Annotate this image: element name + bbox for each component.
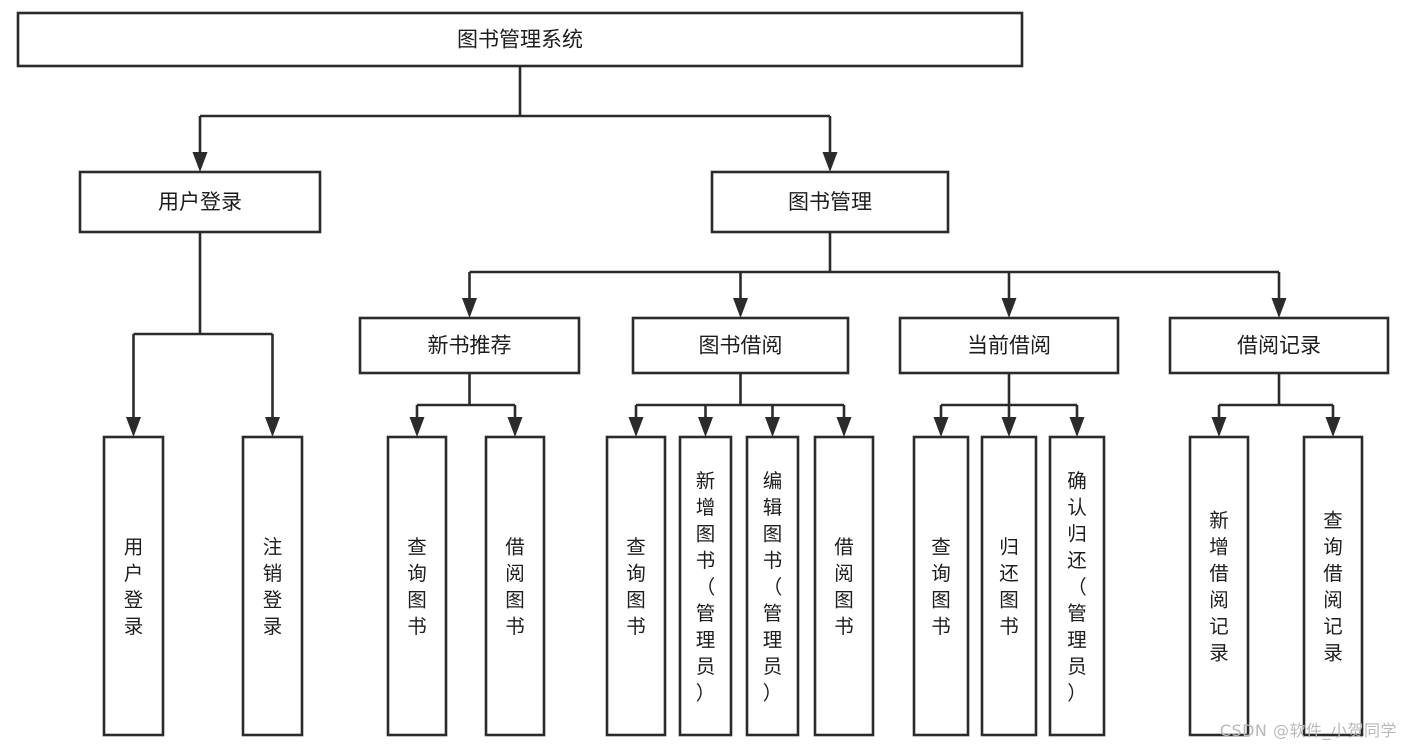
edge-to-leaf-8-arrow-icon: [933, 417, 949, 437]
node-leaf-6-rect[interactable]: [745, 435, 800, 737]
node-l3-0[interactable]: 新书推荐: [358, 316, 581, 375]
node-l3-2-rect[interactable]: [898, 316, 1120, 375]
node-leaf-7[interactable]: 借阅图书: [813, 435, 875, 737]
node-leaf-5-label: 新增图书（管理员）: [696, 469, 716, 704]
node-leaf-0-label: 用户登录: [124, 536, 144, 639]
node-leaf-8[interactable]: 查询图书: [912, 435, 970, 737]
node-leaf-7-rect[interactable]: [813, 435, 875, 737]
connectors-layer: [126, 66, 1341, 437]
node-leaf-6-label: 编辑图书（管理员）: [763, 469, 783, 704]
node-l3-1[interactable]: 图书借阅: [631, 316, 850, 375]
node-l2-1-label: 图书管理: [788, 190, 872, 214]
node-leaf-0-rect[interactable]: [102, 435, 165, 737]
node-leaf-2-label: 查询图书: [407, 536, 427, 639]
node-root[interactable]: 图书管理系统: [16, 11, 1024, 68]
node-l3-0-label: 新书推荐: [428, 334, 512, 358]
node-l2-1[interactable]: 图书管理: [710, 170, 950, 234]
edge-to-leaf-12-arrow-icon: [1325, 417, 1341, 437]
node-leaf-11-label: 新增借阅记录: [1209, 509, 1229, 665]
node-leaf-3-label: 借阅图书: [505, 536, 525, 639]
node-l3-1-label: 图书借阅: [699, 334, 783, 358]
node-leaf-5-rect[interactable]: [678, 435, 733, 737]
node-leaf-10[interactable]: 确认归还（管理员）: [1048, 435, 1106, 737]
node-leaf-12[interactable]: 查询借阅记录: [1302, 435, 1364, 737]
edge-to-leaf-3-arrow-icon: [507, 417, 523, 437]
node-leaf-12-label: 查询借阅记录: [1323, 509, 1343, 665]
csdn-watermark: CSDN @软件_小贺同学: [1219, 721, 1397, 740]
node-leaf-9-rect[interactable]: [980, 435, 1038, 737]
node-leaf-9-label: 归还图书: [999, 536, 1019, 639]
node-l2-0[interactable]: 用户登录: [78, 170, 322, 234]
edge-root-to-l2-1-arrow-icon: [822, 152, 838, 172]
nodes-layer: 图书管理系统用户登录图书管理新书推荐图书借阅当前借阅借阅记录用户登录注销登录查询…: [16, 11, 1390, 737]
edge-to-leaf-1-arrow-icon: [265, 417, 280, 437]
node-l2-1-rect[interactable]: [710, 170, 950, 234]
node-leaf-3[interactable]: 借阅图书: [484, 435, 546, 737]
edge-to-leaf-6-arrow-icon: [765, 417, 780, 437]
edge-to-leaf-10-arrow-icon: [1069, 417, 1085, 437]
node-leaf-12-rect[interactable]: [1302, 435, 1364, 737]
node-leaf-1[interactable]: 注销登录: [241, 435, 304, 737]
edge-l2-to-l3-1-arrow-icon: [733, 298, 748, 318]
node-leaf-10-rect[interactable]: [1048, 435, 1106, 737]
node-leaf-4-label: 查询图书: [626, 536, 646, 639]
node-l3-2[interactable]: 当前借阅: [898, 316, 1120, 375]
node-l3-2-label: 当前借阅: [967, 334, 1051, 358]
node-leaf-7-label: 借阅图书: [834, 536, 854, 639]
node-root-label: 图书管理系统: [457, 28, 583, 52]
node-leaf-11-rect[interactable]: [1188, 435, 1250, 737]
node-leaf-9[interactable]: 归还图书: [980, 435, 1038, 737]
node-l3-3-label: 借阅记录: [1237, 334, 1321, 358]
node-leaf-2-rect[interactable]: [386, 435, 448, 737]
node-leaf-0[interactable]: 用户登录: [102, 435, 165, 737]
edge-to-leaf-9-arrow-icon: [1001, 417, 1017, 437]
node-l2-0-rect[interactable]: [78, 170, 322, 234]
node-leaf-2[interactable]: 查询图书: [386, 435, 448, 737]
node-leaf-8-label: 查询图书: [931, 536, 951, 639]
node-leaf-6[interactable]: 编辑图书（管理员）: [745, 435, 800, 737]
node-leaf-10-label: 确认归还（管理员）: [1067, 469, 1087, 704]
node-l3-0-rect[interactable]: [358, 316, 581, 375]
node-l3-3-rect[interactable]: [1168, 316, 1390, 375]
node-leaf-11[interactable]: 新增借阅记录: [1188, 435, 1250, 737]
edge-l2-to-l3-0-arrow-icon: [462, 298, 477, 318]
node-l3-1-rect[interactable]: [631, 316, 850, 375]
edge-to-leaf-2-arrow-icon: [409, 417, 425, 437]
edge-to-leaf-11-arrow-icon: [1211, 417, 1227, 437]
node-root-rect[interactable]: [16, 11, 1024, 68]
node-leaf-4-rect[interactable]: [605, 435, 667, 737]
node-l3-3[interactable]: 借阅记录: [1168, 316, 1390, 375]
edge-root-to-l2-0-arrow-icon: [192, 152, 208, 172]
node-leaf-4[interactable]: 查询图书: [605, 435, 667, 737]
edge-l2-to-l3-3-arrow-icon: [1271, 298, 1287, 318]
edge-to-leaf-5-arrow-icon: [698, 417, 713, 437]
node-leaf-1-label: 注销登录: [263, 536, 283, 639]
edge-l2-to-l3-2-arrow-icon: [1001, 298, 1017, 318]
node-leaf-8-rect[interactable]: [912, 435, 970, 737]
node-leaf-1-rect[interactable]: [241, 435, 304, 737]
node-leaf-3-rect[interactable]: [484, 435, 546, 737]
edge-to-leaf-0-arrow-icon: [126, 417, 141, 437]
node-l2-0-label: 用户登录: [158, 190, 242, 214]
edge-to-leaf-4-arrow-icon: [628, 417, 644, 437]
edge-to-leaf-7-arrow-icon: [836, 417, 852, 437]
node-leaf-5[interactable]: 新增图书（管理员）: [678, 435, 733, 737]
